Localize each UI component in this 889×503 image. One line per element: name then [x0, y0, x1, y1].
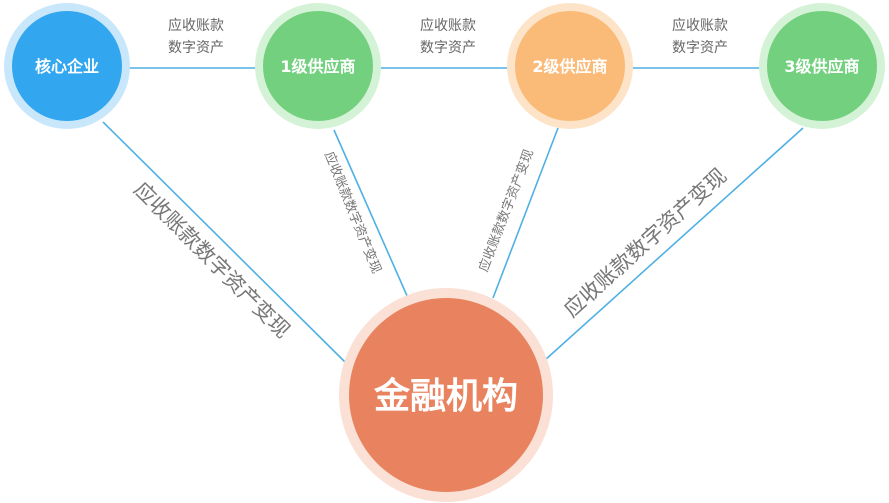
node-tier2: 2级供应商 — [507, 3, 633, 129]
node-tier1: 1级供应商 — [255, 3, 381, 129]
edge-label-tier1-tier2-line1: 应收账款 — [420, 17, 476, 34]
node-core-circle — [12, 11, 122, 121]
node-bank-circle — [349, 298, 543, 492]
node-core-label: 核心企业 — [35, 57, 99, 76]
node-tier2-label: 2级供应商 — [532, 57, 607, 76]
edge-label-core-tier1-line1: 应收账款 — [168, 17, 224, 34]
financing-label-tier3: 应收账款数字资产变现 — [559, 164, 731, 322]
financing-label-tier1: 应收账款数字资产变现 — [321, 149, 385, 276]
edge-label-core-tier1-line2: 数字资产 — [168, 40, 224, 56]
node-core: 核心企业 — [4, 3, 130, 129]
node-tier2-circle — [515, 11, 625, 121]
edge-core-bank — [102, 121, 346, 363]
node-bank: 金融机构 — [339, 288, 553, 502]
top-edge-labels: 应收账款 数字资产 应收账款 数字资产 应收账款 数字资产 — [168, 17, 728, 56]
edge-label-tier1-tier2-line2: 数字资产 — [420, 40, 476, 56]
financing-label-core: 应收账款数字资产变现 — [129, 177, 294, 342]
edges — [102, 67, 804, 363]
edge-label-tier2-tier3-line2: 数字资产 — [672, 40, 728, 56]
node-tier3-label: 3级供应商 — [784, 57, 859, 76]
financing-label-tier2: 应收账款数字资产变现 — [476, 147, 538, 274]
node-tier1-circle — [263, 11, 373, 121]
edge-tier1-bank — [333, 129, 409, 299]
node-bank-label: 金融机构 — [373, 375, 518, 417]
node-tier3: 3级供应商 — [759, 3, 885, 129]
node-tier3-circle — [767, 11, 877, 121]
node-tier1-label: 1级供应商 — [280, 57, 355, 76]
edge-label-tier2-tier3-line1: 应收账款 — [672, 17, 728, 34]
edge-tier3-bank — [544, 127, 804, 361]
edge-tier2-bank — [492, 127, 559, 299]
